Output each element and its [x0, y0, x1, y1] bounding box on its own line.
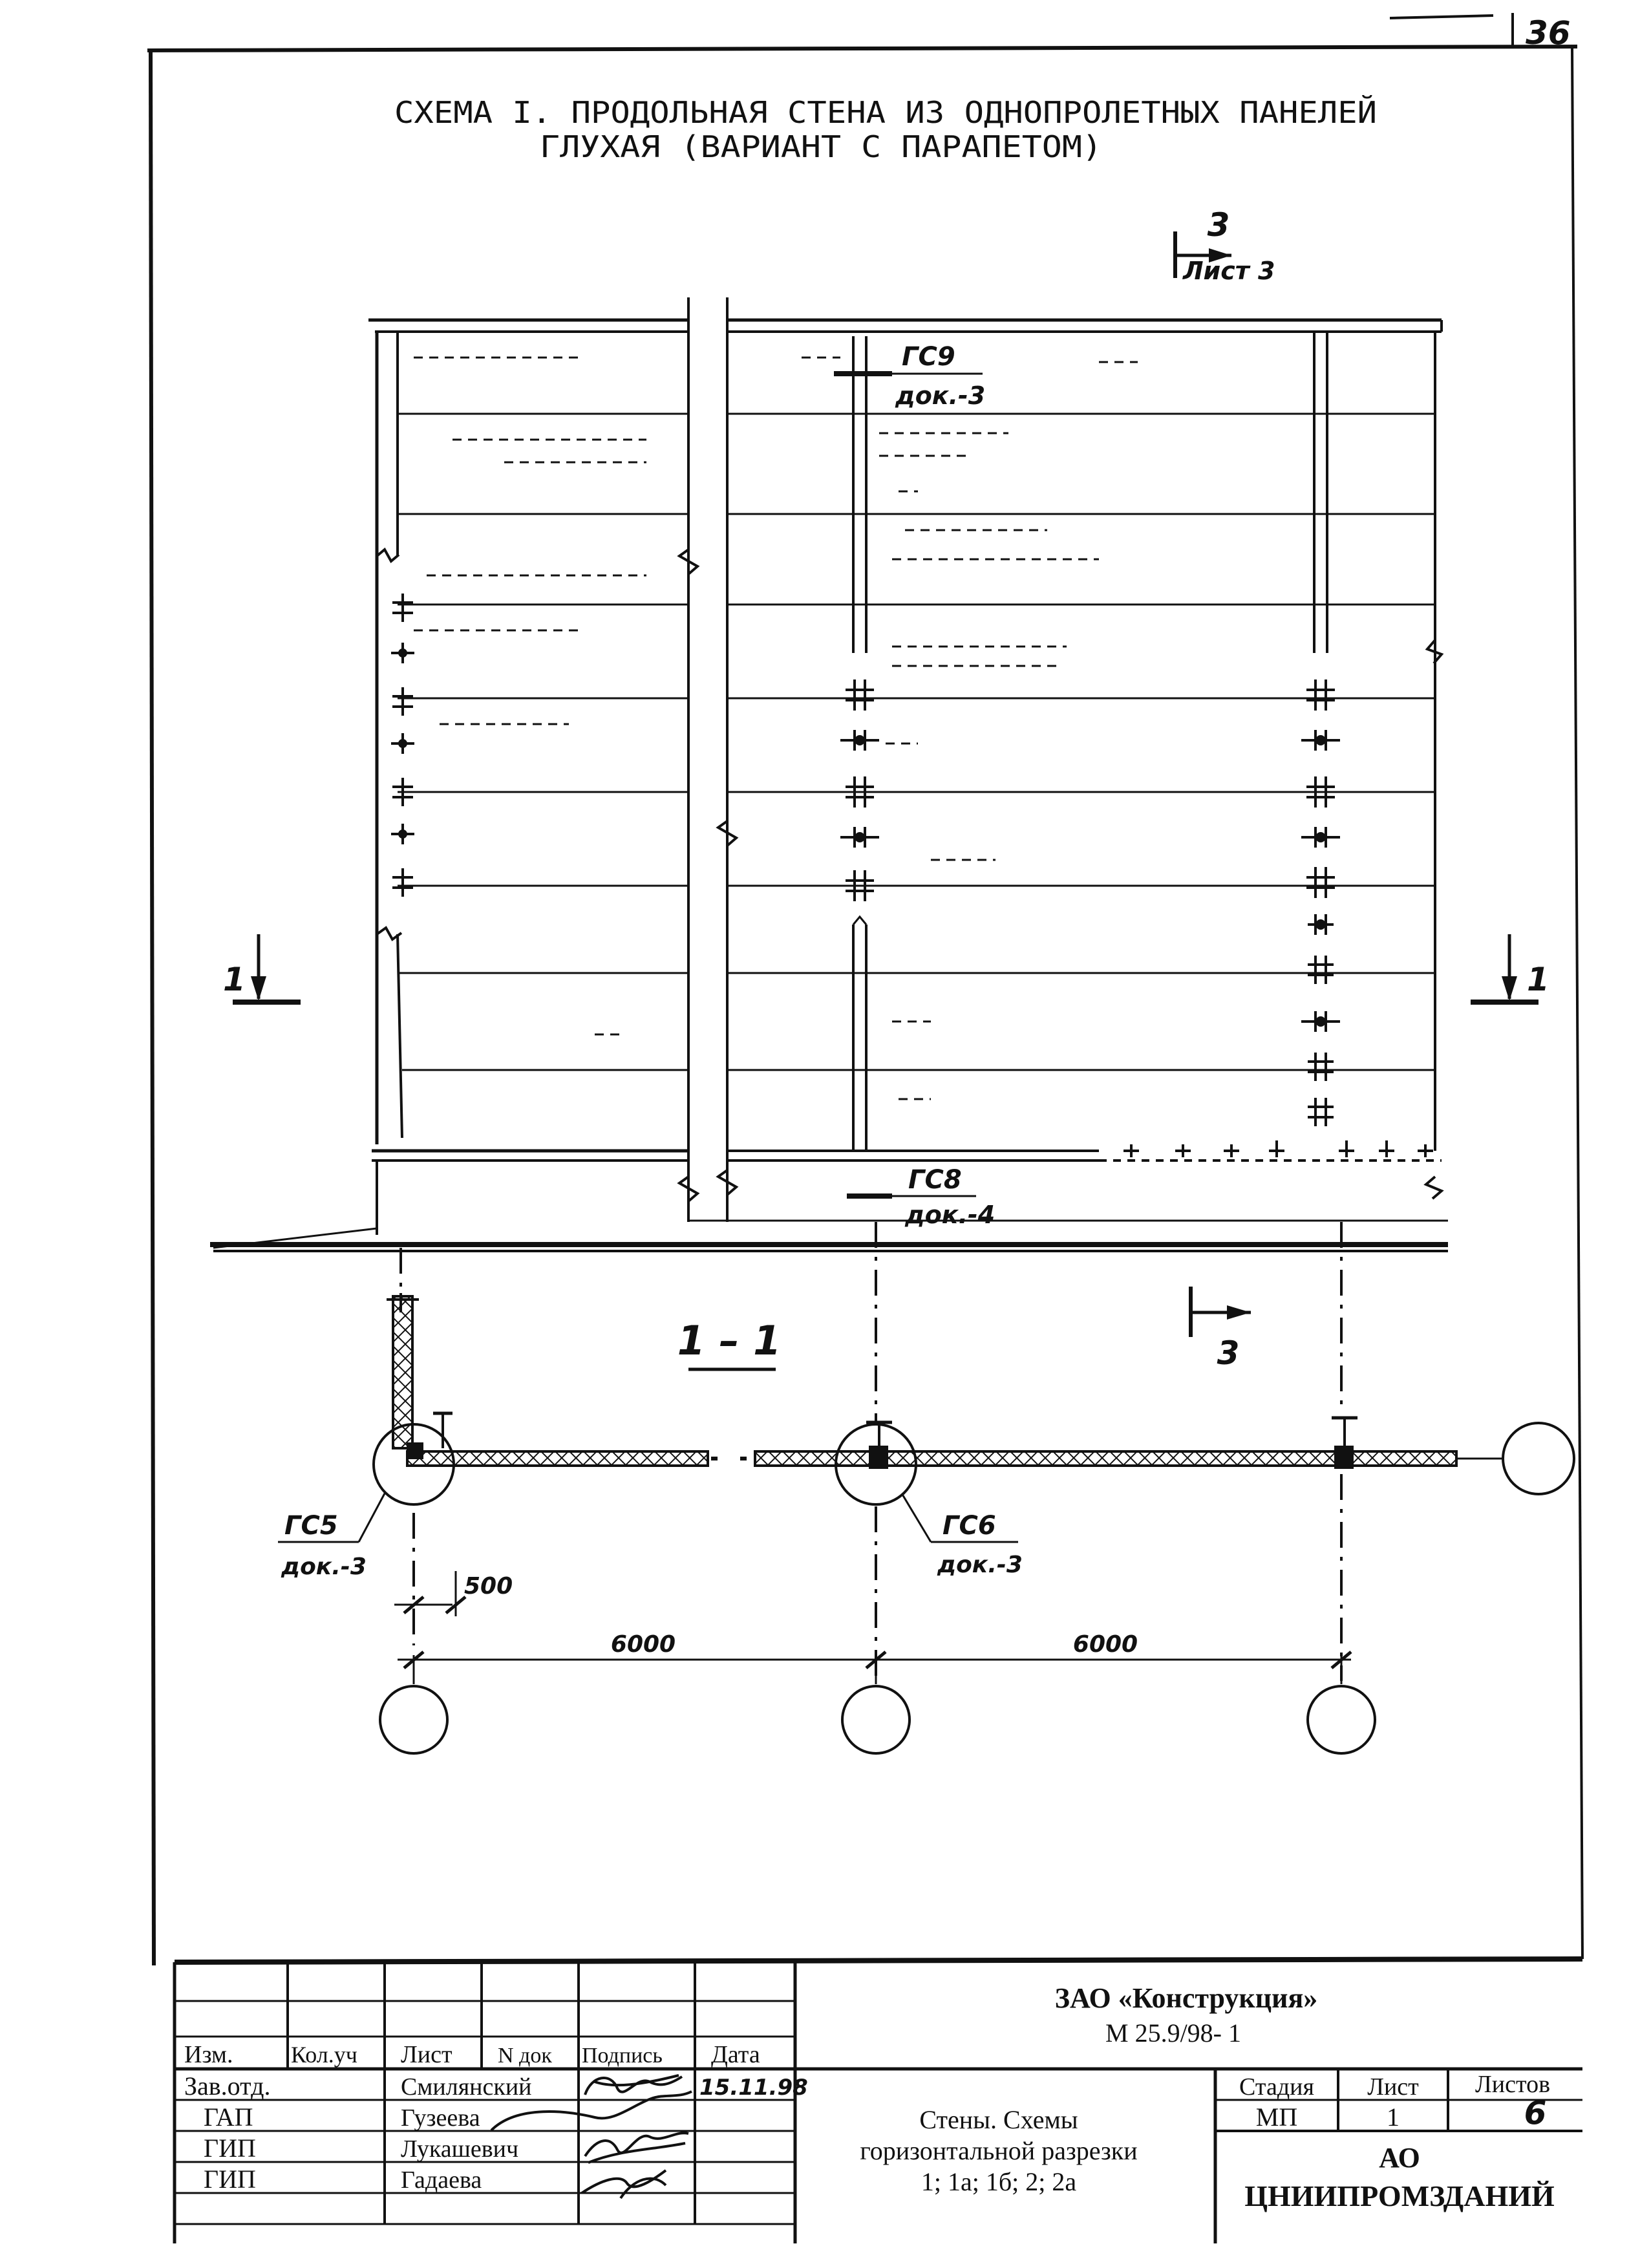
stage-value: МП: [1256, 2102, 1297, 2132]
callout-gs6-doc: док.-3: [937, 1552, 1023, 1578]
company-name: ЗАО «Конструкция»: [1055, 1982, 1318, 2014]
callout-gs5-node: ГС5: [284, 1511, 338, 1541]
plan-section: [278, 1293, 1575, 1543]
signatures: [490, 2074, 692, 2199]
header-list: Лист: [401, 2041, 452, 2068]
stage-label: Стадия: [1239, 2073, 1314, 2101]
sheets-label: Листов: [1475, 2071, 1550, 2098]
dimension-lines: [394, 1571, 1352, 1684]
role-3: ГИП: [204, 2134, 256, 2163]
callout-gs6-node: ГС6: [942, 1511, 996, 1541]
grid-axes: [399, 1222, 1343, 1681]
grid-bubbles: [379, 1685, 1376, 1755]
name-1: Смилянский: [401, 2073, 532, 2101]
wall-elevation: [210, 297, 1448, 1252]
name-4: Гадаева: [401, 2166, 482, 2194]
role-1: Зав.отд.: [184, 2071, 270, 2101]
callout-gs9-doc: док.-3: [895, 381, 985, 410]
header-podpis: Подпись: [582, 2044, 663, 2068]
section-3-mark-bottom: 3: [1189, 1287, 1251, 1372]
dimension-offset: 500: [464, 1573, 513, 1599]
sheets-value: 6: [1524, 2094, 1547, 2132]
sheet-frame: [147, 45, 1584, 1966]
drawing-title-line1: СХЕМА I. ПРОДОЛЬНАЯ СТЕНА ИЗ ОДНОПРОЛЕТН…: [394, 95, 1377, 130]
org-line1: АО: [1379, 2142, 1420, 2174]
callout-gs5-doc: док.-3: [281, 1554, 367, 1580]
sheet-value: 1: [1387, 2102, 1400, 2132]
drawing-code: М 25.9/98- 1: [1105, 2018, 1241, 2048]
section-3-number-top: 3: [1208, 206, 1230, 244]
org-line2: ЦНИИПРОМЗДАНИЙ: [1244, 2179, 1555, 2212]
callout-gs8: ГС8 док.-4: [847, 1165, 995, 1229]
section-1-mark-left: 1: [223, 934, 301, 1005]
drawing-title-block-line3: 1; 1а; 1б; 2; 2а: [921, 2167, 1077, 2196]
header-data: Дата: [711, 2041, 760, 2068]
name-2: Гузеева: [401, 2104, 480, 2132]
signing-date: 15.11.98: [699, 2075, 808, 2101]
callout-gs8-node: ГС8: [908, 1165, 962, 1195]
callout-gs8-doc: док.-4: [904, 1201, 995, 1229]
callout-gs9-node: ГС9: [902, 342, 955, 372]
section-1-number-right: 1: [1527, 961, 1549, 998]
drawing-title-line2: ГЛУХАЯ (ВАРИАНТ С ПАРАПЕТОМ): [540, 129, 1102, 164]
section-3-mark-top: 3 Лист 3: [1173, 206, 1275, 285]
dimension-span-2: 6000: [1073, 1631, 1138, 1658]
section-1-mark-right: 1: [1471, 934, 1549, 1005]
drawing-title-block-line2: горизонтальной разрезки: [860, 2136, 1137, 2165]
name-3: Лукашевич: [401, 2135, 518, 2163]
anchor-markers: [391, 594, 1433, 1157]
dimension-span-1: 6000: [611, 1631, 676, 1658]
role-4: ГИП: [204, 2165, 256, 2194]
header-izm: Изм.: [184, 2041, 233, 2068]
title-block: [173, 1956, 1583, 2243]
header-kol: Кол.уч: [291, 2042, 357, 2068]
header-ndok: N док: [498, 2044, 552, 2068]
section-3-number-bottom: 3: [1217, 1334, 1240, 1372]
page-number-rule: [1389, 14, 1494, 19]
role-2: ГАП: [204, 2102, 253, 2132]
callout-gs9: ГС9 док.-3: [834, 342, 985, 410]
drawing-title-block-line1: Стены. Схемы: [919, 2105, 1078, 2134]
section-1-number-left: 1: [223, 961, 246, 998]
section-1-1-label: 1 – 1: [677, 1317, 781, 1364]
sheet-label: Лист: [1367, 2073, 1419, 2101]
section-3-sheet-ref: Лист 3: [1182, 257, 1275, 285]
